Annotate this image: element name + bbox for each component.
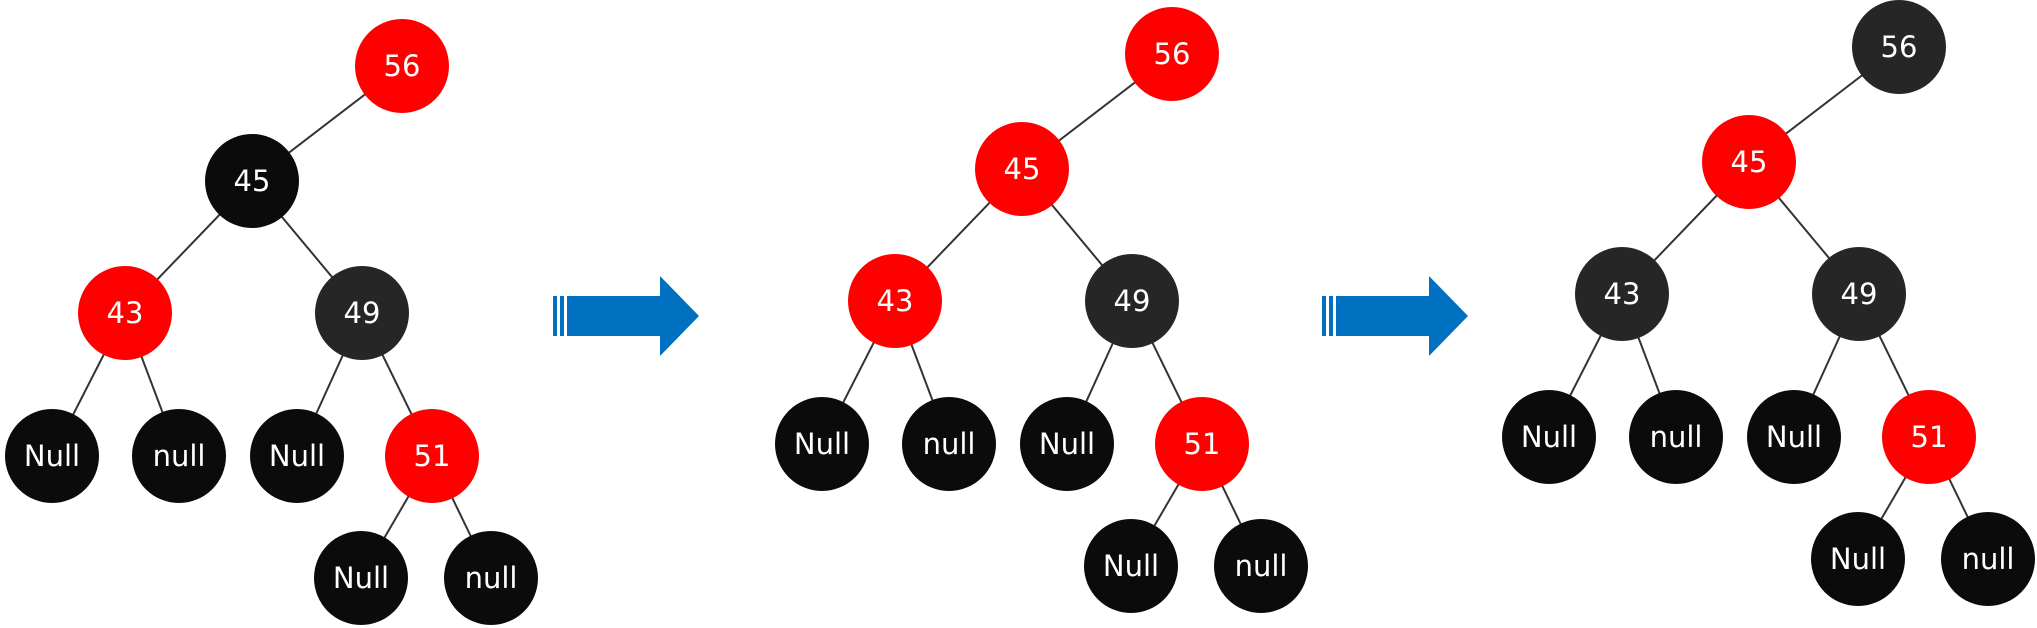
node-label: 56 bbox=[384, 49, 421, 83]
tree-node: Null bbox=[1084, 519, 1178, 613]
node-label: Null bbox=[1039, 427, 1095, 461]
node-circle bbox=[1575, 247, 1669, 341]
tree-node: null bbox=[1214, 519, 1308, 613]
node-circle bbox=[1747, 390, 1841, 484]
right-arrow-icon bbox=[1322, 276, 1468, 356]
node-circle bbox=[78, 266, 172, 360]
node-label: 43 bbox=[1604, 277, 1641, 311]
node-circle bbox=[1812, 247, 1906, 341]
node-label: Null bbox=[794, 427, 850, 461]
node-circle bbox=[385, 409, 479, 503]
tree-node: 51 bbox=[385, 409, 479, 503]
node-circle bbox=[250, 409, 344, 503]
node-label: null bbox=[1962, 542, 2015, 576]
tree-node: null bbox=[1941, 512, 2035, 606]
node-label: 49 bbox=[1114, 284, 1151, 318]
node-circle bbox=[1020, 397, 1114, 491]
node-label: 45 bbox=[1004, 152, 1041, 186]
node-label: null bbox=[1650, 420, 1703, 454]
tree-node: Null bbox=[250, 409, 344, 503]
tree-node: null bbox=[1629, 390, 1723, 484]
node-label: Null bbox=[24, 439, 80, 473]
tree-node: null bbox=[902, 397, 996, 491]
node-label: Null bbox=[1830, 542, 1886, 576]
tree-node: 45 bbox=[205, 134, 299, 228]
node-circle bbox=[132, 409, 226, 503]
node-circle bbox=[1214, 519, 1308, 613]
node-circle bbox=[315, 266, 409, 360]
node-circle bbox=[1629, 390, 1723, 484]
tree-node: 56 bbox=[355, 19, 449, 113]
node-label: Null bbox=[1103, 549, 1159, 583]
node-circle bbox=[902, 397, 996, 491]
node-label: 56 bbox=[1154, 37, 1191, 71]
tree-node: 56 bbox=[1852, 0, 1946, 94]
node-label: 51 bbox=[1911, 420, 1948, 454]
tree-node: Null bbox=[314, 531, 408, 625]
tree-node: 45 bbox=[1702, 115, 1796, 209]
tree-node: 49 bbox=[1812, 247, 1906, 341]
tree-node: 49 bbox=[1085, 254, 1179, 348]
node-label: 43 bbox=[877, 284, 914, 318]
node-label: null bbox=[1235, 549, 1288, 583]
node-circle bbox=[444, 531, 538, 625]
node-circle bbox=[1084, 519, 1178, 613]
node-circle bbox=[975, 122, 1069, 216]
node-circle bbox=[314, 531, 408, 625]
node-circle bbox=[1852, 0, 1946, 94]
tree-node: 51 bbox=[1882, 390, 1976, 484]
node-circle bbox=[355, 19, 449, 113]
node-label: Null bbox=[333, 561, 389, 595]
node-label: Null bbox=[269, 439, 325, 473]
node-label: 45 bbox=[1731, 145, 1768, 179]
node-circle bbox=[1941, 512, 2035, 606]
node-circle bbox=[1085, 254, 1179, 348]
node-circle bbox=[205, 134, 299, 228]
node-label: 51 bbox=[414, 439, 451, 473]
right-arrow-icon bbox=[553, 276, 699, 356]
tree-node: 43 bbox=[848, 254, 942, 348]
tree-node: Null bbox=[1502, 390, 1596, 484]
node-circle bbox=[1125, 7, 1219, 101]
node-label: Null bbox=[1521, 420, 1577, 454]
node-label: 51 bbox=[1184, 427, 1221, 461]
node-label: null bbox=[465, 561, 518, 595]
node-circle bbox=[1502, 390, 1596, 484]
tree-node: null bbox=[132, 409, 226, 503]
tree-node: Null bbox=[5, 409, 99, 503]
tree-node: 56 bbox=[1125, 7, 1219, 101]
node-circle bbox=[1882, 390, 1976, 484]
node-label: 49 bbox=[344, 296, 381, 330]
tree-node: 43 bbox=[78, 266, 172, 360]
tree-node: 51 bbox=[1155, 397, 1249, 491]
node-label: null bbox=[153, 439, 206, 473]
node-circle bbox=[1155, 397, 1249, 491]
tree-node: 45 bbox=[975, 122, 1069, 216]
node-circle bbox=[775, 397, 869, 491]
node-circle bbox=[848, 254, 942, 348]
tree-node: null bbox=[444, 531, 538, 625]
tree-node: Null bbox=[1747, 390, 1841, 484]
node-label: 56 bbox=[1881, 30, 1918, 64]
tree-node: Null bbox=[775, 397, 869, 491]
node-label: 43 bbox=[107, 296, 144, 330]
node-circle bbox=[1811, 512, 1905, 606]
node-label: null bbox=[923, 427, 976, 461]
node-label: 49 bbox=[1841, 277, 1878, 311]
tree-node: Null bbox=[1811, 512, 1905, 606]
node-circle bbox=[5, 409, 99, 503]
node-label: Null bbox=[1766, 420, 1822, 454]
arrows-layer bbox=[553, 276, 1468, 356]
tree-node: Null bbox=[1020, 397, 1114, 491]
tree-node: 43 bbox=[1575, 247, 1669, 341]
node-circle bbox=[1702, 115, 1796, 209]
tree-node: 49 bbox=[315, 266, 409, 360]
node-label: 45 bbox=[234, 164, 271, 198]
